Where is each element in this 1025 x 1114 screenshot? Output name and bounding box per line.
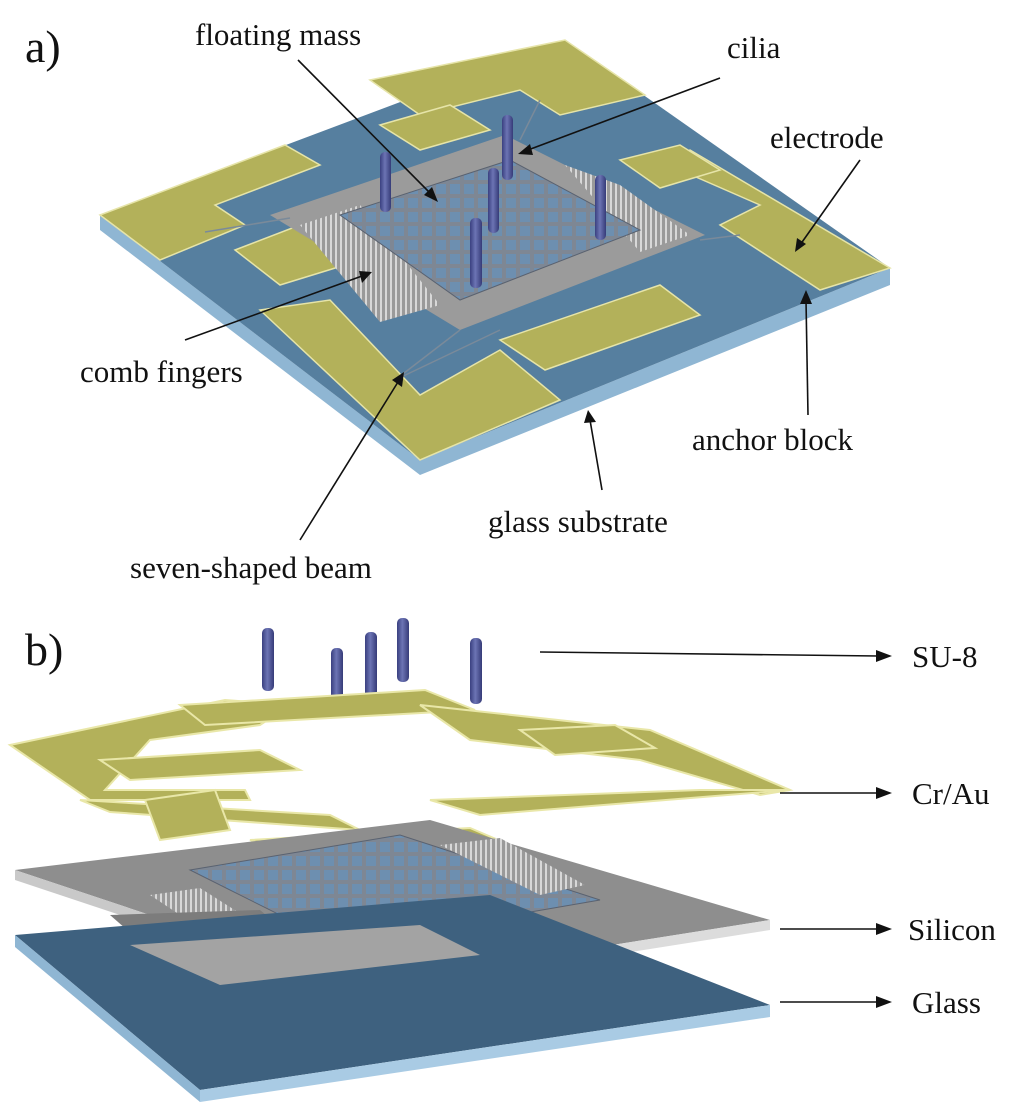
electrode-bottom: [258, 299, 562, 461]
silicon-anchor-blocks: [130, 925, 480, 985]
electrode-bottom-right: [498, 284, 702, 371]
glass-substrate-edge: [100, 215, 890, 475]
electrode-top-inner: [378, 104, 492, 151]
cilium-4: [595, 175, 606, 240]
label-floating-mass: floating mass: [195, 17, 361, 52]
su8-pillar-3: [365, 632, 377, 698]
label-layer-silicon: Silicon: [908, 912, 996, 947]
cilium-1: [380, 152, 391, 212]
label-cilia: cilia: [727, 30, 781, 65]
panel-a-leaders: [184, 59, 861, 541]
label-layer-su8: SU-8: [912, 639, 977, 674]
electrode-left: [98, 144, 322, 261]
seven-shaped-beams: [204, 99, 741, 381]
cilium-2: [502, 115, 513, 180]
label-anchor-block: anchor block: [692, 422, 853, 457]
su8-pillar-5: [470, 638, 482, 704]
panel-a: [98, 39, 892, 475]
label-glass-substrate: glass substrate: [488, 504, 668, 539]
panel-b-leaders: [539, 650, 892, 1008]
layer-glass: [15, 895, 770, 1102]
label-seven-shaped-beam: seven-shaped beam: [130, 550, 372, 585]
cilium-5: [470, 218, 482, 288]
electrode-group: [98, 39, 892, 461]
cilia: [380, 115, 606, 288]
cilium-3: [488, 168, 499, 233]
su8-pillar-4: [397, 618, 409, 682]
panel-a-tag: a): [25, 21, 61, 72]
label-layer-glass: Glass: [912, 985, 981, 1020]
panel-b-tag: b): [25, 624, 63, 675]
label-electrode: electrode: [770, 120, 884, 155]
label-layer-crau: Cr/Au: [912, 776, 990, 811]
su8-pillar-1: [262, 628, 274, 691]
comb-fingers: [300, 205, 440, 322]
label-comb-fingers: comb fingers: [80, 354, 243, 389]
electrode-right-inner: [618, 144, 722, 189]
